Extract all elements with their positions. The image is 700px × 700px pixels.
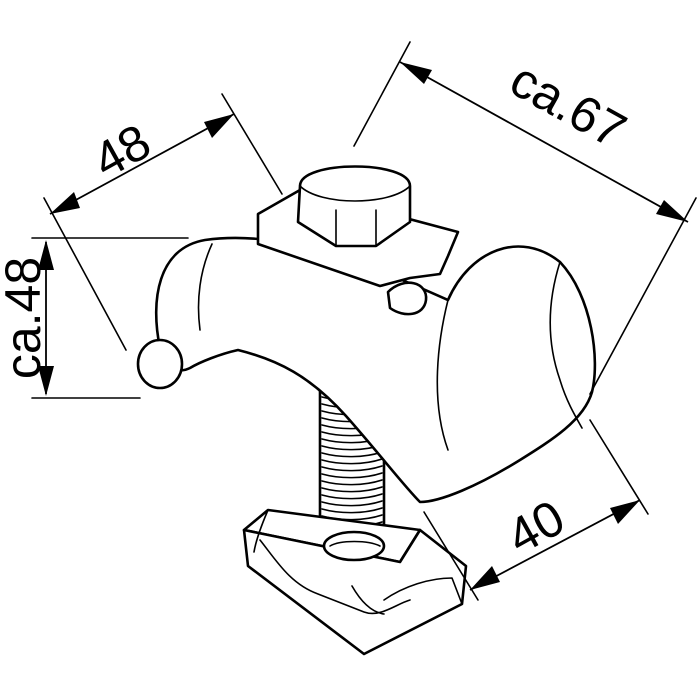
clamp-hook-curve-line [197, 243, 213, 331]
dimension-height-left: ca.48 [0, 237, 189, 399]
dim-40-line [469, 499, 641, 591]
dim-48-extension-left [43, 197, 127, 351]
dim-48-extension-right [221, 93, 283, 195]
dim-40-extension-right [589, 419, 649, 515]
bolt-thread-line [321, 486, 383, 493]
bolt-thread-line [321, 493, 383, 500]
dim-ca67-line [399, 61, 689, 223]
dim-40-extension-left [423, 511, 479, 601]
clamp-hook-tip [136, 338, 184, 390]
dim-ca67-extension-left [353, 41, 411, 147]
bolt-thread-line [321, 507, 383, 514]
channel-nut-groove [259, 539, 411, 615]
channel-nut-right-lip [383, 577, 463, 605]
washer-and-hex-head [256, 165, 460, 288]
bolt-thread-line [321, 458, 383, 465]
dim-48-label: 48 [84, 113, 160, 189]
clamp-outer-edge-line [549, 261, 583, 429]
hex-head [296, 165, 412, 248]
channel-nut [242, 508, 468, 656]
bolt-thread-line [321, 472, 383, 479]
dim-ca48-label: ca.48 [0, 257, 51, 379]
bolt-thread-line [321, 479, 383, 486]
dim-ca48-arrow-top [38, 240, 54, 270]
bolt-thread-line [321, 500, 383, 507]
dim-48-arrow-left [50, 192, 80, 214]
bolt-thread-line [321, 465, 383, 472]
dim-ca67-extension-right [589, 197, 697, 395]
channel-nut-inner-edge [351, 585, 385, 615]
bolt-collar [386, 281, 428, 316]
dim-ca67-arrow-left [400, 62, 432, 84]
clamp-inner-fold-line [436, 299, 449, 451]
dim-ca67-arrow-right [656, 200, 688, 222]
dim-40-label: 40 [498, 489, 574, 565]
channel-nut-left-lip [253, 509, 269, 553]
hex-head-top-edge [299, 185, 411, 202]
dim-ca67-label: ca.67 [501, 51, 635, 159]
channel-nut-thread-hole [322, 530, 386, 562]
dim-48-line [49, 113, 235, 215]
dim-ca48-arrow-bottom [38, 366, 54, 396]
hex-head-facets [335, 209, 377, 247]
dim-48-arrow-right [204, 114, 234, 138]
channel-nut-hole-inner [329, 540, 381, 547]
dim-40-arrow-left [470, 566, 500, 590]
dim-40-arrow-right [610, 500, 640, 524]
